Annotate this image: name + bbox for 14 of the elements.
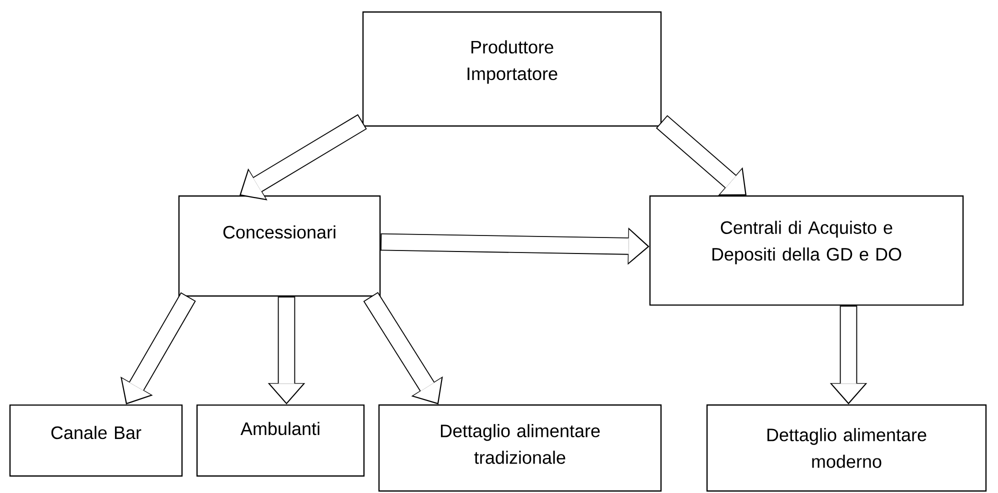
block-arrow <box>656 115 746 196</box>
block-arrow <box>363 292 443 404</box>
block-arrow <box>268 296 306 404</box>
block-arrow <box>240 114 367 200</box>
block-arrow <box>830 306 868 404</box>
process-box: Produttore Importatore <box>362 11 662 127</box>
process-box: Ambulanti <box>196 404 365 477</box>
block-arrow <box>380 227 650 265</box>
process-box: Canale Bar <box>9 404 183 477</box>
process-box: Concessionari <box>178 195 381 297</box>
process-box: Centrali di Acquisto e Depositi della GD e DO <box>649 195 964 306</box>
process-box: Dettaglio alimentare moderno <box>706 404 987 492</box>
block-arrow <box>120 292 196 404</box>
process-box: Dettaglio alimentare tradizionale <box>378 404 662 492</box>
